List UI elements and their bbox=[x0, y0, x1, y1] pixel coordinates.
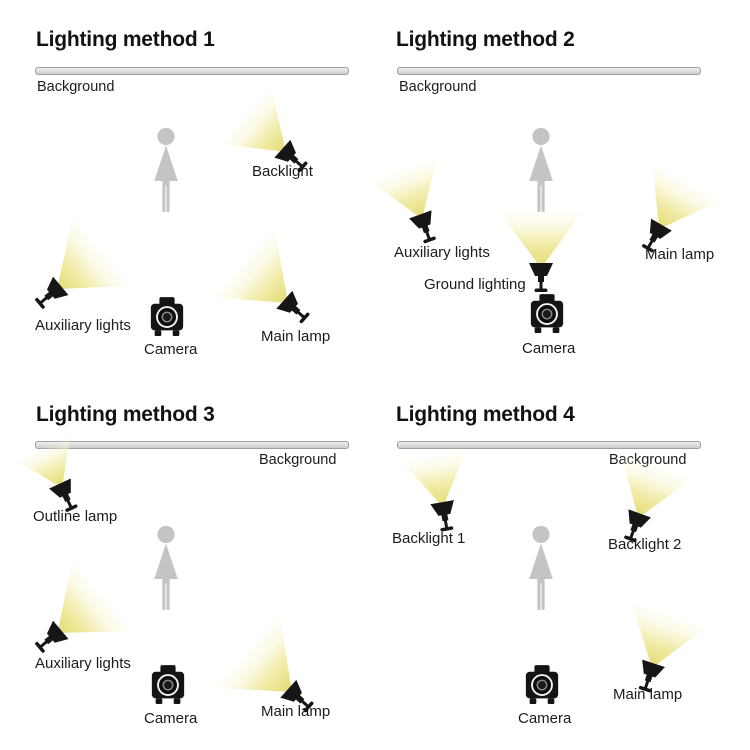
backlight-2-label: Backlight 2 bbox=[608, 536, 682, 553]
light-beam bbox=[498, 210, 584, 268]
camera-icon bbox=[149, 664, 187, 712]
camera-icon bbox=[528, 293, 566, 341]
spotlight-icon bbox=[409, 210, 442, 246]
main-lamp-label: Main lamp bbox=[613, 686, 683, 703]
outline-lamp-label: Outline lamp bbox=[33, 508, 118, 525]
spotlight-icon bbox=[529, 263, 553, 292]
person-icon bbox=[521, 524, 561, 619]
camera-label: Camera bbox=[144, 341, 198, 358]
backlight-label: Backlight bbox=[252, 163, 313, 180]
auxiliary-lights-label: Auxiliary lights bbox=[394, 244, 490, 261]
background-bar bbox=[35, 67, 349, 75]
quadrant-title: Lighting method 4 bbox=[396, 403, 575, 426]
backlight-1-label: Backlight 1 bbox=[392, 530, 466, 547]
quadrant-title: Lighting method 2 bbox=[396, 28, 575, 51]
background-bar bbox=[397, 441, 701, 449]
camera-label: Camera bbox=[518, 710, 572, 727]
person-icon bbox=[521, 126, 561, 221]
spotlight-icon bbox=[430, 499, 459, 533]
camera-label: Camera bbox=[144, 710, 198, 727]
main-lamp-label: Main lamp bbox=[645, 246, 715, 263]
ground-lighting-label: Ground lighting bbox=[424, 276, 526, 293]
background-bar bbox=[35, 441, 349, 449]
background-bar bbox=[397, 67, 701, 75]
background-label: Background bbox=[37, 79, 115, 95]
main-lamp-label: Main lamp bbox=[261, 703, 331, 720]
person-icon bbox=[146, 524, 186, 619]
auxiliary-lights-label: Auxiliary lights bbox=[35, 655, 131, 672]
camera-icon bbox=[148, 296, 186, 344]
person-icon bbox=[146, 126, 186, 221]
camera-icon bbox=[523, 664, 561, 712]
camera-label: Camera bbox=[522, 340, 576, 357]
quadrant-title: Lighting method 1 bbox=[36, 28, 215, 51]
background-label: Background bbox=[259, 452, 337, 468]
main-lamp-label: Main lamp bbox=[261, 328, 331, 345]
auxiliary-lights-label: Auxiliary lights bbox=[35, 317, 131, 334]
background-label: Background bbox=[399, 79, 477, 95]
quadrant-title: Lighting method 3 bbox=[36, 403, 215, 426]
